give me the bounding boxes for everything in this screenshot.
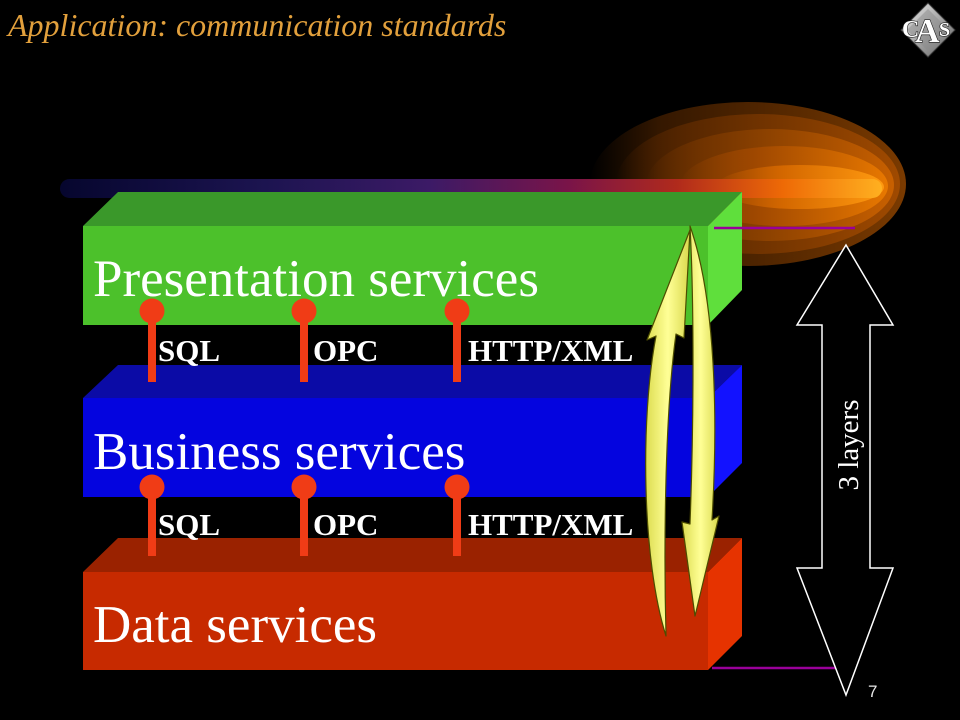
connector-stem xyxy=(453,487,461,556)
layer-name-presentation: Presentation services xyxy=(93,250,539,308)
cycle-arrows-icon xyxy=(645,225,720,637)
layer-name-business: Business services xyxy=(93,423,465,481)
layer-side-face xyxy=(708,538,742,670)
connector-knob xyxy=(444,474,470,500)
layer-top-face xyxy=(83,538,742,572)
layer-top-face xyxy=(83,365,742,398)
interface-row-lower: SQL OPC HTTP/XML xyxy=(139,474,633,556)
layer-business: Business services xyxy=(83,365,742,497)
logo-letter-c: C xyxy=(902,17,919,43)
interface-label-http-xml: HTTP/XML xyxy=(468,507,633,542)
connector-knob xyxy=(444,298,470,324)
interface-label-sql: SQL xyxy=(158,507,220,542)
connector-stem xyxy=(300,311,308,382)
layer-name-data: Data services xyxy=(93,596,377,654)
connector-stem xyxy=(300,487,308,556)
layer-count-label: 3 layers xyxy=(833,400,865,491)
cycle-arrow-right xyxy=(681,225,720,617)
connector-knob xyxy=(291,474,317,500)
logo-diamond-inner xyxy=(907,9,949,51)
layer-side-face xyxy=(708,365,742,497)
connector-stem xyxy=(453,311,461,382)
layer-front-face xyxy=(83,226,708,325)
logo: C A S xyxy=(900,2,956,58)
connector-knob xyxy=(139,474,165,500)
slide-title: Application: communication standards xyxy=(6,7,506,43)
interface-label-http-xml: HTTP/XML xyxy=(468,333,633,368)
logo-letter-s: S xyxy=(939,19,950,41)
connector-knob xyxy=(139,298,165,324)
connector-stem xyxy=(148,487,156,556)
page-number: 7 xyxy=(868,682,877,701)
layer-front-face xyxy=(83,398,708,497)
logo-letter-a: A xyxy=(915,13,940,50)
layer-top-face xyxy=(83,192,742,226)
interface-row-upper: SQL OPC HTTP/XML xyxy=(139,298,633,382)
layer-side-face xyxy=(708,192,742,325)
interface-label-opc: OPC xyxy=(313,507,378,542)
layer-front-face xyxy=(83,572,708,670)
double-headed-arrow-icon xyxy=(795,243,895,698)
interface-label-opc: OPC xyxy=(313,333,378,368)
layer-data: Data services xyxy=(83,538,742,670)
interface-label-sql: SQL xyxy=(158,333,220,368)
layer-presentation: Presentation services xyxy=(83,192,742,325)
connector-knob xyxy=(291,298,317,324)
connector-stem xyxy=(148,311,156,382)
